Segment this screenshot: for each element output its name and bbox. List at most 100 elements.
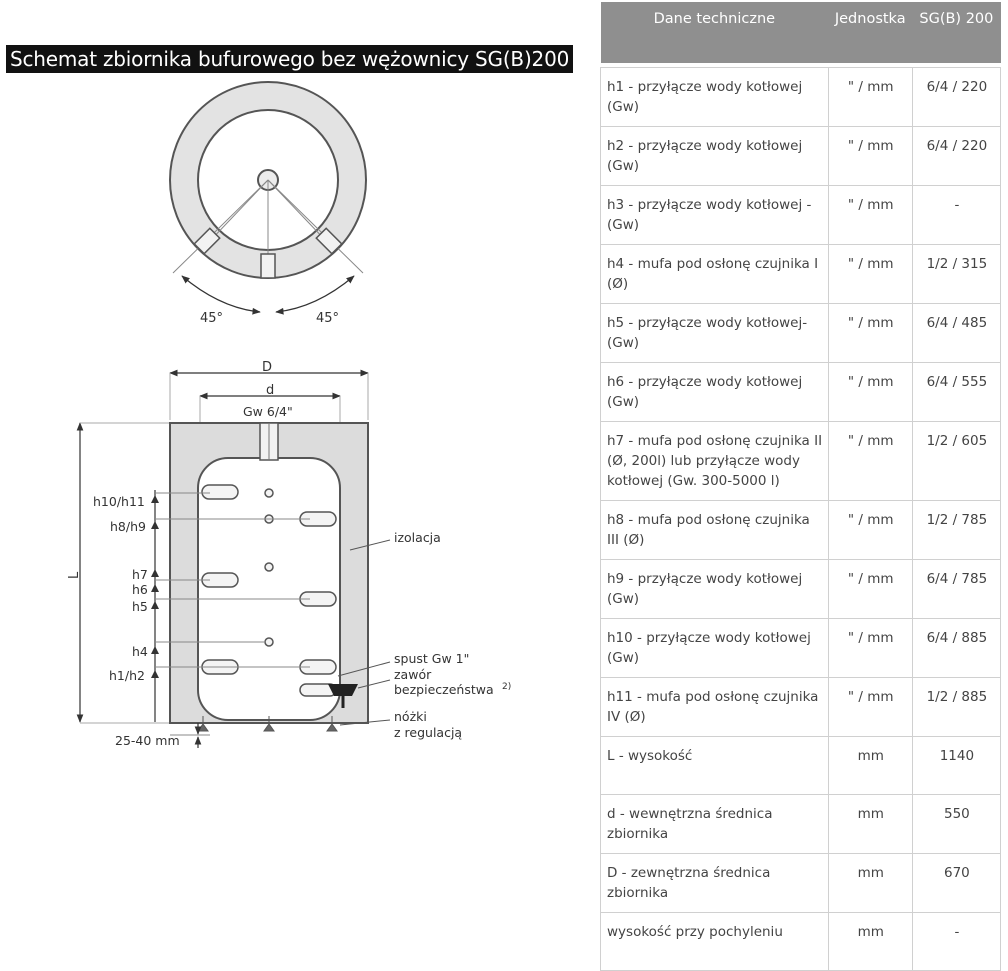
header-dane-techniczne: Dane techniczne	[600, 2, 829, 63]
callouts: izolacja spust Gw 1" zawór bezpieczeństw…	[337, 530, 511, 740]
label-nozki-2: z regulacją	[394, 725, 462, 740]
dim-gw-label: Gw 6/4"	[243, 404, 293, 419]
label-h1-h2: h1/h2	[109, 668, 145, 683]
row-unit: " / mm	[827, 500, 913, 560]
dim-L-label: L	[67, 571, 82, 579]
row-param: h1 - przyłącze wody kotłowej (Gw)	[600, 67, 829, 127]
label-nozki-1: nóżki	[394, 709, 427, 724]
row-param: h6 - przyłącze wody kotłowej (Gw)	[600, 362, 829, 422]
label-h7: h7	[132, 567, 148, 582]
label-zawor-1: zawór	[394, 667, 432, 682]
row-unit: " / mm	[827, 677, 913, 737]
sensor-h6	[264, 562, 274, 572]
row-param: h11 - mufa pod osłonę czujnika IV (Ø)	[600, 677, 829, 737]
row-param: D - zewnętrzna średnica zbiornika	[600, 853, 829, 913]
feet-gap-dimension: 25-40 mm	[115, 723, 210, 748]
row-unit: " / mm	[827, 67, 913, 127]
row-unit: mm	[827, 794, 913, 854]
spec-table: Dane techniczne Jednostka SG(B) 200 h1 -…	[600, 2, 1002, 971]
angle-right-label: 45°	[316, 311, 339, 326]
row-unit: mm	[827, 853, 913, 913]
label-zawor-2: bezpieczeństwa	[394, 682, 494, 697]
row-value: 6/4 / 885	[911, 618, 1002, 678]
row-param: h3 - przyłącze wody kotłowej - (Gw)	[600, 185, 829, 245]
label-h5: h5	[132, 599, 148, 614]
foot-right	[326, 723, 338, 732]
top-view-port-right	[315, 227, 343, 255]
safety-valve	[328, 684, 358, 696]
header-model: SG(B) 200	[912, 2, 1001, 63]
row-unit: " / mm	[827, 185, 913, 245]
row-unit: " / mm	[827, 362, 913, 422]
row-value: -	[911, 912, 1002, 971]
top-view-port-bottom	[260, 253, 276, 279]
label-spust: spust Gw 1"	[394, 651, 469, 666]
foot-left	[197, 723, 209, 732]
row-param: wysokość przy pochyleniu	[600, 912, 829, 971]
row-param: h4 - mufa pod osłonę czujnika I (Ø)	[600, 244, 829, 304]
table-row: h7 - mufa pod osłonę czujnika II (Ø, 200…	[600, 421, 1002, 501]
row-param: h8 - mufa pod osłonę czujnika III (Ø)	[600, 500, 829, 560]
row-unit: mm	[827, 912, 913, 971]
row-param: h10 - przyłącze wody kotłowej (Gw)	[600, 618, 829, 678]
row-unit: " / mm	[827, 303, 913, 363]
conn-h10	[201, 484, 239, 500]
row-param: h2 - przyłącze wody kotłowej (Gw)	[600, 126, 829, 186]
sensor-h4	[264, 637, 274, 647]
dim-d-label: d	[266, 383, 274, 398]
label-h4: h4	[132, 644, 148, 659]
row-unit: " / mm	[827, 126, 913, 186]
row-unit: " / mm	[827, 421, 913, 501]
row-param: d - wewnętrzna średnica zbiornika	[600, 794, 829, 854]
row-value: 6/4 / 485	[911, 303, 1002, 363]
row-value: 6/4 / 785	[911, 559, 1002, 619]
angle-left-label: 45°	[200, 311, 223, 326]
tank-diagram: 45° 45° D d Gw 6/4" L	[67, 81, 511, 748]
row-param: h5 - przyłącze wody kotłowej- (Gw)	[600, 303, 829, 363]
label-feet-gap: 25-40 mm	[115, 733, 180, 748]
table-row: h3 - przyłącze wody kotłowej - (Gw)" / m…	[600, 185, 1002, 245]
label-izolacja: izolacja	[394, 530, 441, 545]
row-value: 6/4 / 555	[911, 362, 1002, 422]
label-h8-h9: h8/h9	[110, 519, 146, 534]
label-zawor-sup: 2)	[502, 682, 511, 692]
row-value: 670	[911, 853, 1002, 913]
row-param: h7 - mufa pod osłonę czujnika II (Ø, 200…	[600, 421, 829, 501]
table-header-row: Dane techniczne Jednostka SG(B) 200	[600, 2, 1001, 63]
table-row: h11 - mufa pod osłonę czujnika IV (Ø)" /…	[600, 677, 1002, 737]
row-value: 1/2 / 885	[911, 677, 1002, 737]
row-value: 6/4 / 220	[911, 67, 1002, 127]
label-h6: h6	[132, 582, 148, 597]
row-value: 1/2 / 785	[911, 500, 1002, 560]
top-view-port-left	[193, 227, 221, 255]
table-row: h8 - mufa pod osłonę czujnika III (Ø)" /…	[600, 500, 1002, 560]
row-value: 1140	[911, 736, 1002, 795]
row-value: 1/2 / 605	[911, 421, 1002, 501]
row-unit: " / mm	[827, 559, 913, 619]
foot-center	[263, 723, 275, 732]
label-h10-h11: h10/h11	[93, 494, 145, 509]
page-title: Schemat zbiornika bufurowego bez wężowni…	[6, 45, 574, 73]
height-labels: h10/h11 h8/h9 h7 h6 h5 h4 h1/h2	[93, 492, 310, 683]
dim-D-label: D	[262, 360, 272, 375]
row-unit: " / mm	[827, 244, 913, 304]
row-param: L - wysokość	[600, 736, 829, 795]
row-value: 1/2 / 315	[911, 244, 1002, 304]
row-value: -	[911, 185, 1002, 245]
header-jednostka: Jednostka	[828, 2, 913, 63]
row-value: 6/4 / 220	[911, 126, 1002, 186]
row-param: h9 - przyłącze wody kotłowej (Gw)	[600, 559, 829, 619]
sensor-h11	[264, 488, 274, 498]
table-row: h4 - mufa pod osłonę czujnika I (Ø)" / m…	[600, 244, 1002, 304]
side-view-tank	[169, 422, 369, 732]
row-unit: mm	[827, 736, 913, 795]
top-view: 45° 45°	[169, 81, 367, 326]
